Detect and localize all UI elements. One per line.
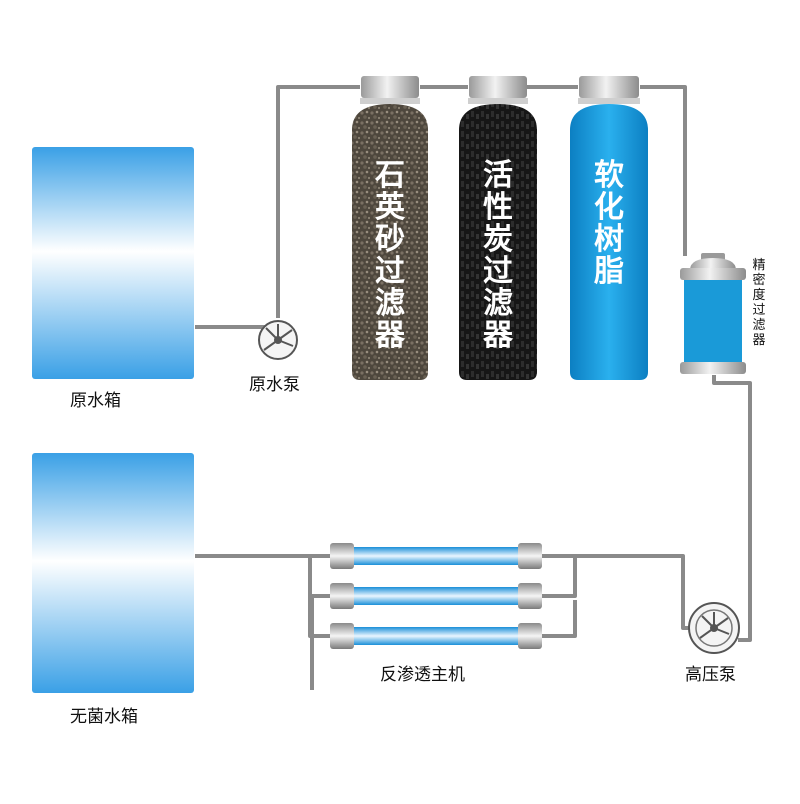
softener-resin-filter [570, 76, 648, 380]
raw-pump-icon [258, 320, 298, 360]
pipe-pump-to-top [276, 85, 360, 318]
raw-water-tank-label: 原水箱 [70, 391, 121, 411]
sterile-water-tank [32, 453, 194, 693]
ro-membrane-1 [330, 543, 542, 569]
pipe-precision-to-hpp [712, 375, 752, 642]
softener-label: 软化树脂 [594, 158, 624, 289]
high-pressure-pump-icon [688, 602, 740, 654]
pipe-hpp-to-ro [540, 554, 690, 630]
precision-filter-label: 精密度过滤器 [752, 258, 766, 348]
carbon-filter-label: 活性炭过滤器 [483, 158, 513, 353]
sterile-water-tank-label: 无菌水箱 [70, 707, 138, 727]
pipe-ro-right-vert [540, 556, 577, 598]
raw-water-tank [32, 147, 194, 379]
raw-pump-label: 原水泵 [249, 375, 300, 395]
activated-carbon-filter [459, 76, 537, 380]
precision-filter [680, 253, 746, 374]
ro-unit-label: 反渗透主机 [380, 665, 465, 685]
pipe-ro-left-vert [308, 554, 330, 638]
ro-membrane-2 [330, 583, 542, 609]
quartz-sand-filter [352, 76, 428, 380]
ro-membrane-3 [330, 623, 542, 649]
pipes [195, 85, 752, 690]
quartz-filter-label: 石英砂过滤器 [375, 158, 405, 353]
pipe-to-precision [640, 85, 687, 256]
pipe-ro-bypass-left [310, 594, 330, 690]
pipe-ro-right-vert-2 [540, 600, 577, 638]
high-pressure-pump-label: 高压泵 [685, 665, 736, 685]
